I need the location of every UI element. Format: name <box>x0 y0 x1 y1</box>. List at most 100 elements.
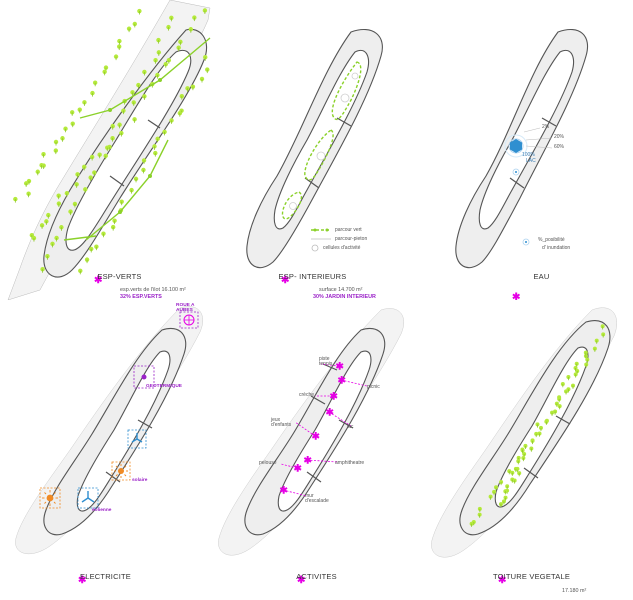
tree-icon <box>560 382 565 388</box>
tree-icon <box>584 362 589 368</box>
wind-turbine-icon <box>81 491 95 503</box>
activity-star-icon: ✱ <box>326 408 335 419</box>
tree-icon <box>594 338 599 344</box>
roof-vegetation-markers <box>469 324 606 527</box>
tree-icon <box>176 45 181 52</box>
tree-icon <box>557 397 562 403</box>
tree-icon <box>488 494 493 500</box>
island-plan-electricite: ✱ <box>15 306 204 586</box>
label-creche: crèche <box>299 392 315 398</box>
panel-title: ELECTRICITE <box>80 572 131 581</box>
panel-eau: ✱ 2% 20% 60% 100% LAC %_posibilité d' in… <box>422 0 633 300</box>
surface-text: surface 14.700 m² <box>319 287 363 293</box>
tree-icon <box>112 218 117 225</box>
tree-icon <box>178 39 183 46</box>
water-wheel-label: ROUE A AUBES <box>176 303 195 313</box>
tree-icon <box>156 50 162 56</box>
activity-star-icon: ✱ <box>304 456 313 467</box>
area-text: 17.180 m² <box>562 588 587 594</box>
tree-icon <box>130 90 135 96</box>
sun-icon <box>42 490 58 506</box>
label-jeux: jeux d'enfants <box>271 417 292 428</box>
tree-icon <box>538 425 543 432</box>
tree-icon <box>169 118 174 124</box>
area-text: esp.verts de l'ilot 16.100 m² <box>120 287 186 293</box>
tree-icon <box>155 136 160 143</box>
tree-icon <box>82 100 87 106</box>
tree-icon <box>63 126 68 133</box>
leader-line <box>294 421 316 437</box>
tree-icon <box>498 502 503 508</box>
tree-icon <box>110 123 115 130</box>
island-plan-eau: ✱ <box>455 29 588 300</box>
tree-icon <box>133 176 139 183</box>
tree-icon <box>155 72 160 79</box>
magenta-star-icon: ✱ <box>94 275 103 286</box>
tree-icon <box>166 58 172 64</box>
tree-icon <box>45 253 50 260</box>
tree-icon <box>136 82 141 89</box>
tree-icon <box>89 154 95 161</box>
tree-icon <box>162 129 167 136</box>
label-tennis: piste tennis <box>319 356 333 367</box>
tree-icon <box>92 80 98 87</box>
tree-icon <box>177 110 183 117</box>
tree-icon <box>141 167 146 174</box>
tree-icon <box>26 191 31 198</box>
tree-icon <box>129 187 134 194</box>
tree-icon <box>573 372 578 378</box>
lac-label: LAC <box>526 158 536 164</box>
legend-inundation: d' inundation <box>542 245 571 251</box>
tree-icon <box>64 191 70 197</box>
tree-icon <box>535 422 540 428</box>
label-escalade: mur d'escalade <box>305 493 329 504</box>
panel-title: EAU <box>533 272 550 281</box>
panel-title: TOITURE VEGETALE <box>492 572 571 581</box>
tree-icon <box>156 37 161 44</box>
tree-icon <box>117 38 122 45</box>
tree-icon <box>70 121 75 128</box>
tree-icon <box>117 44 122 51</box>
tree-icon <box>477 512 482 518</box>
tree-icon <box>153 150 158 157</box>
tree-icon <box>153 57 158 64</box>
tree-icon <box>131 100 136 106</box>
activity-star-icon: ✱ <box>338 376 347 387</box>
tree-icon <box>132 21 137 28</box>
tree-icon <box>564 389 569 395</box>
panel-esp-interieurs: ✱ parcour vert parcour-pieton cellules d… <box>211 0 422 300</box>
leader-line <box>282 489 308 497</box>
activity-markers: ✱✱✱✱✱✱✱✱ <box>280 362 368 497</box>
tree-icon <box>529 446 534 452</box>
panel-title: ESP- INTERIEURS <box>278 272 347 281</box>
tree-icon <box>501 499 506 505</box>
tree-icon <box>39 163 44 169</box>
activity-star-icon: ✱ <box>312 432 321 443</box>
leader-line <box>328 411 352 427</box>
tree-icon <box>566 375 571 381</box>
tree-icon <box>103 153 108 160</box>
tree-icon <box>199 76 205 83</box>
tree-icon <box>88 175 93 182</box>
tree-icon <box>77 107 82 114</box>
percent-text: 32% ESP.VERTS <box>120 294 162 300</box>
leader-line <box>320 363 340 367</box>
legend-green-path: parcour vert <box>335 227 362 233</box>
leader-line <box>280 463 298 469</box>
tree-icon <box>41 151 46 158</box>
tree-icon <box>84 257 90 264</box>
tree-icon <box>516 459 521 465</box>
panel-activites: ✱✱✱✱✱✱✱✱ ✱ piste tennis picnic crèche la… <box>211 300 422 600</box>
tree-icon <box>110 135 115 142</box>
activity-star-icon: ✱ <box>280 486 289 497</box>
legend-possibility: %_posibilité <box>538 237 565 243</box>
tree-icon <box>537 431 542 437</box>
tree-icon <box>72 201 78 208</box>
tree-icon <box>70 110 75 116</box>
magenta-star-icon: ✱ <box>512 292 521 300</box>
tree-icon <box>68 209 73 216</box>
tree-icon <box>469 521 474 527</box>
tree-icon <box>56 193 61 200</box>
tree-icon <box>583 350 588 356</box>
tree-icon <box>152 144 157 150</box>
